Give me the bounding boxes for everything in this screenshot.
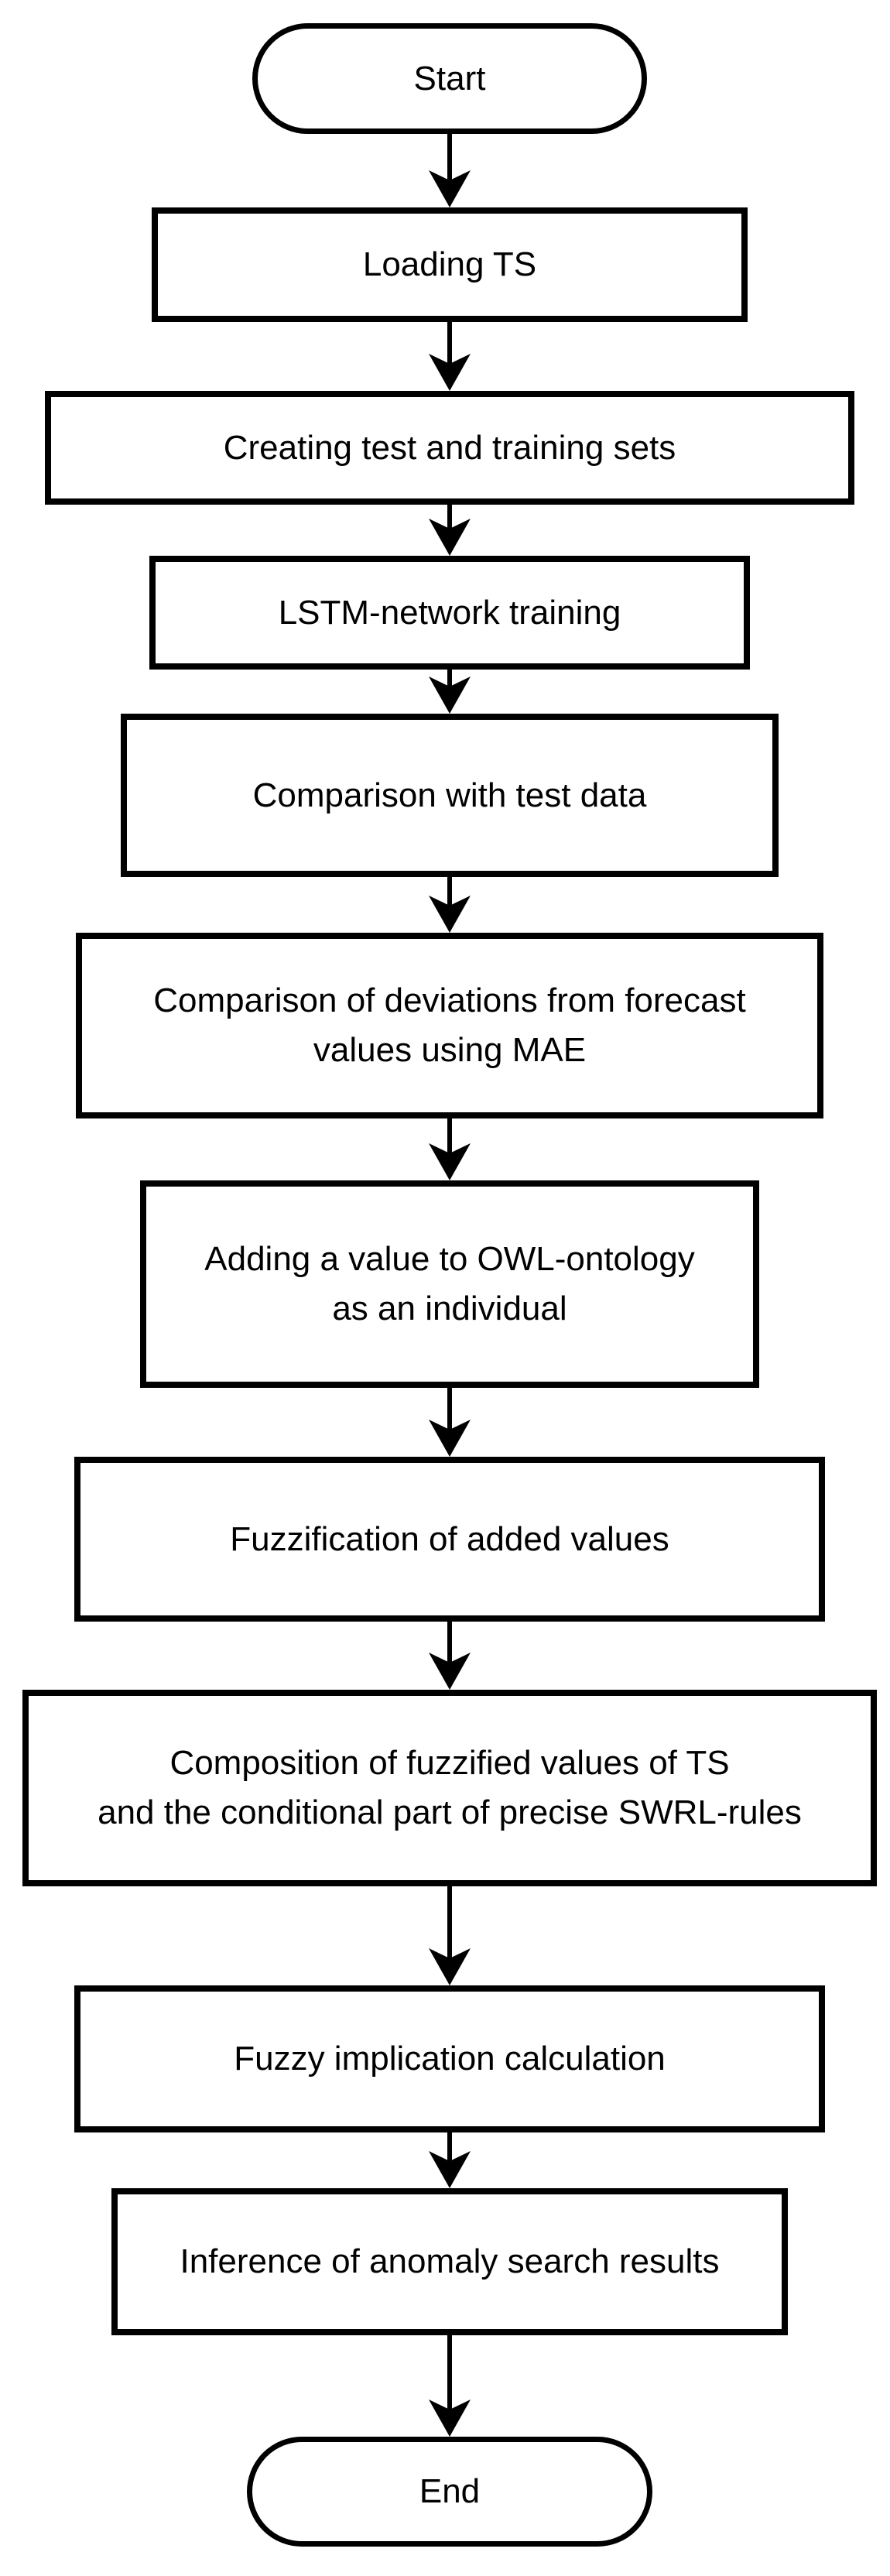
node-lstm-training-label: LSTM-network training [278, 593, 621, 632]
arrow-stem [447, 2335, 452, 2410]
flow-arrow-composition-implication [429, 1886, 471, 1985]
arrow-head-icon [429, 170, 471, 207]
arrow-head-icon [429, 1948, 471, 1985]
arrow-head-icon [429, 1143, 471, 1180]
arrow-stem [447, 1622, 452, 1663]
flow-arrow-start-loading [429, 134, 471, 207]
arrow-stem [447, 1118, 452, 1154]
flow-arrow-creating-lstm [429, 505, 471, 556]
node-fuzzification: Fuzzification of added values [74, 1457, 825, 1622]
arrow-head-icon [429, 1420, 471, 1457]
flow-arrow-fuzzification-composition [429, 1622, 471, 1690]
arrow-stem [447, 1388, 452, 1430]
arrow-stem [447, 322, 452, 365]
arrow-stem [447, 670, 452, 687]
node-adding-owl: Adding a value to OWL-ontology as an ind… [140, 1180, 759, 1388]
arrow-stem [447, 505, 452, 529]
node-end-label: End [419, 2472, 481, 2511]
node-fuzzification-label: Fuzzification of added values [230, 1519, 669, 1558]
arrow-stem [447, 877, 452, 906]
node-start: Start [252, 23, 647, 134]
arrow-head-icon [429, 677, 471, 714]
node-lstm-training: LSTM-network training [149, 556, 750, 670]
node-creating-sets-label: Creating test and training sets [223, 428, 676, 467]
node-fuzzy-implication-label: Fuzzy implication calculation [234, 2040, 666, 2078]
node-loading-ts: Loading TS [152, 207, 748, 322]
flow-arrow-loading-creating [429, 322, 471, 391]
node-fuzzy-implication: Fuzzy implication calculation [74, 1985, 825, 2132]
flow-arrow-implication-inference [429, 2132, 471, 2188]
node-end: End [247, 2437, 652, 2547]
node-comparison-mae: Comparison of deviations from forecast v… [76, 933, 823, 1118]
node-comparison-mae-label: Comparison of deviations from forecast v… [153, 981, 746, 1069]
node-adding-owl-label: Adding a value to OWL-ontology as an ind… [204, 1240, 695, 1327]
node-inference-label: Inference of anomaly search results [180, 2242, 720, 2281]
flow-arrow-comparison-mae [429, 877, 471, 933]
arrow-stem [447, 1886, 452, 1959]
arrow-head-icon [429, 2400, 471, 2437]
arrow-stem [447, 134, 452, 181]
node-composition-label: Composition of fuzzified values of TS an… [98, 1744, 802, 1831]
arrow-head-icon [429, 2151, 471, 2188]
flow-arrow-inference-end [429, 2335, 471, 2437]
flow-arrow-lstm-comparison [429, 670, 471, 714]
node-start-label: Start [413, 59, 486, 98]
flow-arrow-mae-owl [429, 1118, 471, 1180]
node-comparison-test: Comparison with test data [121, 714, 779, 877]
arrow-head-icon [429, 896, 471, 933]
flow-arrow-owl-fuzzification [429, 1388, 471, 1457]
node-comparison-test-label: Comparison with test data [252, 776, 647, 814]
arrow-head-icon [429, 1653, 471, 1690]
node-inference: Inference of anomaly search results [111, 2188, 788, 2335]
node-composition: Composition of fuzzified values of TS an… [22, 1690, 877, 1886]
arrow-head-icon [429, 519, 471, 556]
node-loading-ts-label: Loading TS [362, 245, 537, 284]
node-creating-sets: Creating test and training sets [45, 391, 854, 505]
arrow-stem [447, 2132, 452, 2162]
arrow-head-icon [429, 354, 471, 391]
